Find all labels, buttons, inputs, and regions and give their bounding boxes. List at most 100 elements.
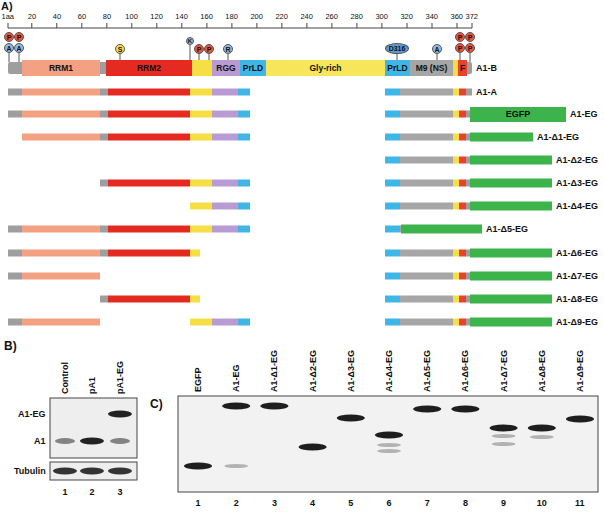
node-text: M9 (NS)	[416, 64, 448, 73]
node-text: P	[468, 45, 473, 52]
c-terminal-region	[385, 134, 472, 141]
node-text: P	[458, 34, 463, 41]
construct-row	[8, 318, 552, 327]
lane-label: Control	[60, 362, 70, 394]
panel-label: B)	[4, 340, 17, 354]
n-terminal-region	[22, 134, 250, 141]
lane-label: A1-Δ9-EG	[575, 350, 585, 392]
node-text: S	[118, 46, 123, 53]
node-text: EGFP	[506, 110, 531, 119]
ruler-number: 60	[78, 13, 86, 22]
lane-label: A1-Δ7-EG	[499, 350, 509, 392]
node-text: R	[225, 46, 230, 53]
n-terminal-region	[190, 203, 250, 210]
domain-box: F	[458, 60, 467, 76]
blot-band	[80, 468, 104, 475]
construct-name: A1-A	[476, 87, 497, 97]
modification-circle: P	[194, 44, 204, 54]
egfp-bar	[470, 272, 552, 281]
lane-label: A1-Δ2-EG	[308, 350, 318, 392]
c-terminal-region	[385, 226, 401, 233]
lane-number: 11	[575, 498, 585, 508]
ruler-number: 100	[125, 13, 138, 22]
lane-number: 5	[348, 498, 353, 508]
modification-circle: S	[115, 44, 125, 54]
construct-row	[8, 225, 482, 234]
lane-number: 3	[118, 487, 123, 497]
node-text: P	[17, 34, 22, 41]
modification-circle: P	[455, 32, 465, 42]
ruler-number: 20	[28, 13, 36, 22]
egfp-bar	[470, 179, 552, 188]
domain-box: Gly-rich	[266, 60, 385, 76]
western-blot	[50, 398, 137, 458]
construct-row	[8, 111, 472, 118]
construct-name: A1-EG	[570, 109, 598, 119]
modification-circle: P	[465, 43, 475, 53]
band-label: A1	[34, 436, 46, 446]
construct-row	[8, 202, 552, 211]
n-terminal-region	[100, 180, 250, 187]
lane-label: A1-EG	[231, 364, 241, 392]
egfp-bar	[470, 249, 552, 258]
lane-number: 9	[501, 498, 506, 508]
node-text: P	[207, 46, 212, 53]
ruler-number: 240	[300, 13, 313, 22]
construct-name: A1-Δ6-EG	[556, 248, 598, 258]
ruler-number: 340	[425, 13, 438, 22]
ruler-number: 1aa	[2, 13, 15, 22]
ruler-number: 360	[450, 13, 463, 22]
ruler-number: 372	[466, 13, 479, 22]
modification-circle: P	[465, 32, 475, 42]
node-text: P	[197, 46, 202, 53]
construct-name: A1-Δ5-EG	[486, 224, 528, 234]
lane-number: 1	[196, 498, 201, 508]
egfp-bar	[470, 156, 552, 165]
domain-box: PrLD	[385, 60, 410, 76]
node-text: K	[188, 38, 192, 44]
lane-label: A1-Δ4-EG	[384, 350, 394, 392]
node-text: P	[7, 34, 12, 41]
panel-label: C)	[150, 398, 163, 412]
construct-name: A1-B	[476, 63, 497, 73]
construct-name: A1-Δ1-EG	[537, 132, 579, 142]
domain-box: RRM2	[106, 60, 192, 76]
n-terminal-region	[8, 89, 250, 96]
modification-circle: K	[186, 37, 194, 45]
construct-row	[8, 249, 552, 258]
node-text: A	[6, 45, 11, 52]
domain-box: M9 (NS)	[410, 60, 453, 76]
ruler-number: 140	[175, 13, 188, 22]
domain-segment	[192, 60, 212, 76]
n-terminal-region	[8, 111, 250, 118]
blot-band	[80, 438, 104, 445]
construct-name: A1-Δ4-EG	[556, 201, 598, 211]
lane-number: 2	[234, 498, 239, 508]
ruler-number: 180	[225, 13, 238, 22]
lane-number: 4	[310, 498, 315, 508]
lane-label: pA1	[87, 377, 97, 394]
egfp-bar	[470, 202, 552, 211]
c-terminal-region	[385, 111, 472, 118]
aa-ruler	[8, 23, 472, 28]
n-terminal-region	[8, 226, 250, 233]
blot-band	[108, 468, 132, 475]
construct-row	[385, 156, 552, 165]
ruler-number: 320	[400, 13, 413, 22]
lane-label: pA1-EG	[115, 361, 125, 394]
node-text: RRM1	[49, 64, 73, 73]
c-terminal-region	[385, 203, 472, 210]
lane-label: A1-Δ3-EG	[346, 350, 356, 392]
ruler-number: 260	[325, 13, 338, 22]
c-terminal-region	[385, 319, 472, 326]
modification-circle: P	[14, 32, 24, 42]
n-terminal-region	[8, 273, 100, 280]
ruler-number: 280	[350, 13, 363, 22]
egfp-bar	[470, 133, 533, 142]
construct-name: A1-Δ2-EG	[556, 155, 598, 165]
egfp-bar	[470, 295, 552, 304]
construct-row	[8, 89, 472, 96]
c-terminal-region	[385, 250, 472, 257]
lane-label: A1-Δ8-EG	[537, 350, 547, 392]
